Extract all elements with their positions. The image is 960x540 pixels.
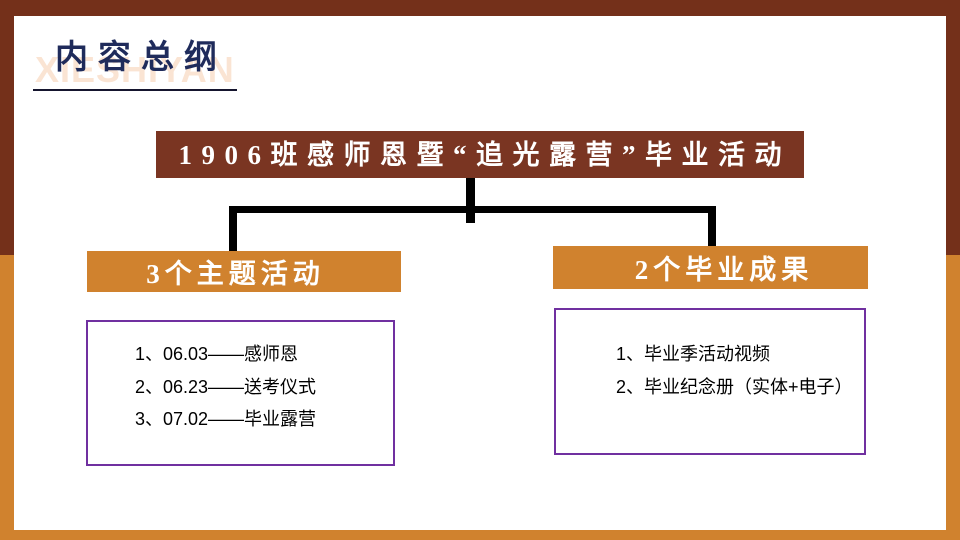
list-item: 3、07.02——毕业露营 [135,409,317,429]
slide-panel: XIESHIYAN 内容总纲 1906班感师恩暨“追光露营”毕业活动 3个主题活… [14,16,946,530]
title-underline [33,89,237,91]
list-item: 1、06.03——感师恩 [135,344,299,364]
watermark-text: XIESHIYAN [35,49,235,90]
branch-list-results: 1、毕业季活动视频 2、毕业纪念册（实体+电子） [554,308,866,455]
list-item: 2、毕业纪念册（实体+电子） [616,376,853,397]
connector-stem [466,178,475,223]
branch-heading-results: 2个毕业成果 [553,246,868,289]
page-title: 内容总纲 [55,40,227,76]
branch-list-activities: 1、06.03——感师恩 2、06.23——送考仪式 3、07.02——毕业露营 [86,320,395,466]
connector-right-drop [708,206,716,262]
connector-horizontal-bar [229,206,716,213]
main-topic-banner: 1906班感师恩暨“追光露营”毕业活动 [156,131,804,178]
branch-heading-activities: 3个主题活动 [87,251,401,292]
connector-left-drop [229,206,237,267]
list-item: 2、06.23——送考仪式 [135,376,317,397]
list-item: 1、毕业季活动视频 [616,344,771,364]
